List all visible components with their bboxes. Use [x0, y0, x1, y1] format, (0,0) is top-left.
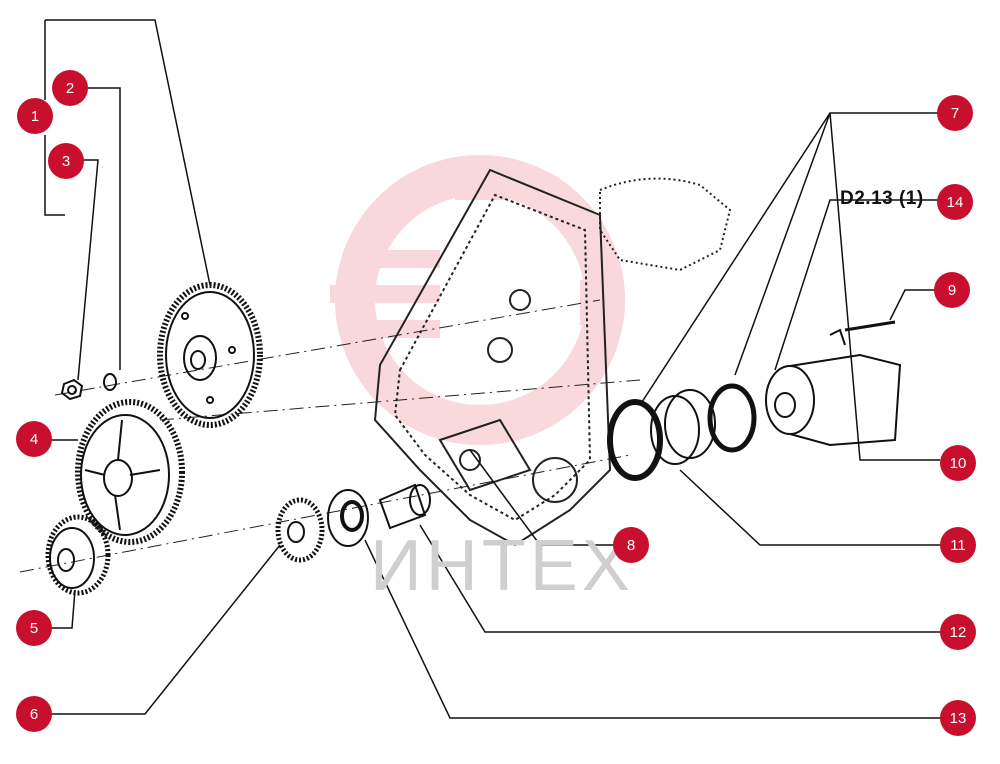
leader-lines — [38, 19, 955, 719]
seals-and-gaskets — [607, 383, 757, 481]
callout-2[interactable]: 2 — [52, 70, 88, 106]
callout-7[interactable]: 7 — [937, 95, 973, 131]
callout-8[interactable]: 8 — [613, 527, 649, 563]
callout-6[interactable]: 6 — [16, 696, 52, 732]
callout-10[interactable]: 10 — [940, 445, 976, 481]
watermark-logo — [330, 155, 625, 445]
nut-and-washer — [60, 373, 117, 401]
cam-gear — [157, 282, 263, 428]
callout-5[interactable]: 5 — [16, 610, 52, 646]
callout-11[interactable]: 11 — [940, 527, 976, 563]
callout-3[interactable]: 3 — [48, 143, 84, 179]
hydraulic-pump — [765, 320, 902, 447]
pump-drive-parts — [275, 483, 431, 563]
callout-4[interactable]: 4 — [16, 421, 52, 457]
callout-13[interactable]: 13 — [940, 700, 976, 736]
crank-gear — [45, 514, 111, 596]
callout-12[interactable]: 12 — [940, 614, 976, 650]
axis-lines — [19, 299, 641, 573]
idler-gear — [75, 399, 185, 545]
cover-housing — [373, 168, 732, 547]
callout-14[interactable]: 14 — [937, 184, 973, 220]
watermark-text: ИНТЕХ — [370, 526, 634, 606]
reference-code: D2.13 (1) — [840, 188, 924, 209]
callout-1[interactable]: 1 — [17, 98, 53, 134]
callout-9[interactable]: 9 — [934, 272, 970, 308]
